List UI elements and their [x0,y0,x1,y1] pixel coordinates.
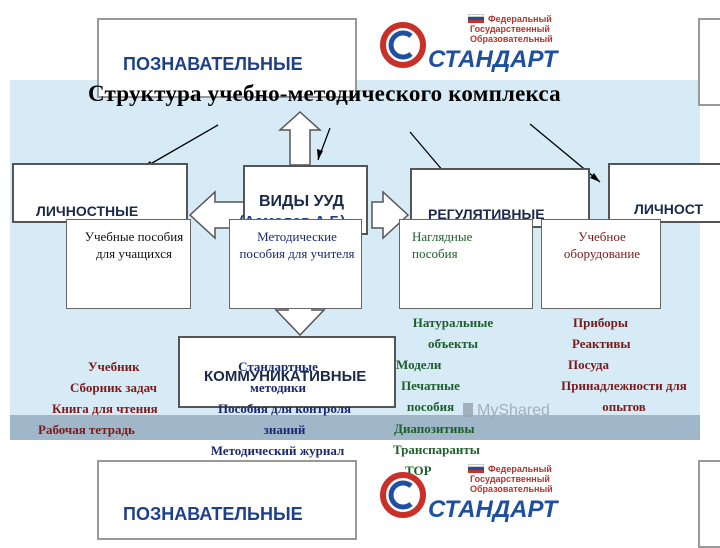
arrow-right-shape [371,190,410,240]
students-item-1: Учебник [88,359,140,374]
right-edge-box-bottom [698,460,720,548]
watermark-text: MyShared [477,402,550,419]
cognitive-bottom-label: ПОЗНАВАТЕЛЬНЫЕ [123,504,303,524]
visual-item-2: Модели [396,357,442,372]
cognitive-box-bottom: ПОЗНАВАТЕЛЬНЫЕ [97,460,357,540]
flag-icon [468,14,484,23]
visual-item-5: Транспаранты [393,442,480,457]
category-cell-equipment: Учебное оборудование [541,219,661,309]
logo-brand: СТАНДАРТ [428,46,558,73]
background-stripe [10,415,700,440]
students-item-3: Книга для чтения [52,401,158,416]
flag-icon [468,464,484,473]
equipment-item-3: Посуда [568,357,609,372]
logo-line-2: Государственный [470,24,550,34]
personal-box-left: ЛИЧНОСТНЫЕ [12,163,188,223]
fgos-emblem-icon [380,22,426,68]
fgos-logo: Федеральный Государственный Образователь… [378,12,568,74]
category-cell-students: Учебные пособия для учащихся [66,219,191,309]
visual-item-1: Натуральные объекты [412,315,494,351]
personal-box-right: ЛИЧНОСТ [608,163,720,223]
logo-bottom-line-3: Образовательный [470,484,553,494]
fgos-logo-bottom: Федеральный Государственный Образователь… [378,462,568,524]
equipment-item-2: Реактивы [572,336,631,351]
fgos-emblem-icon [380,472,426,518]
category-students-label: Учебные пособия для учащихся [84,229,184,261]
regulatory-label: РЕГУЛЯТИВНЫЕ [428,206,545,222]
cognitive-box: ПОЗНАВАТЕЛЬНЫЕ [97,18,357,98]
equipment-item-4: Принадлежности для опытов [561,378,687,414]
right-edge-box-top [698,18,720,106]
personal-right-label: ЛИЧНОСТ [634,201,704,217]
watermark: MyShared [463,402,550,420]
personal-left-label: ЛИЧНОСТНЫЕ [36,203,139,219]
equipment-item-1: Приборы [573,315,629,330]
category-cell-visual: Наглядные пособия [399,219,533,309]
arrow-up-shape [278,110,322,166]
logo-line-3: Образовательный [470,34,553,44]
category-visual-label: Наглядные пособия [412,229,473,261]
logo-line-1: Федеральный [488,14,552,24]
category-equipment-label: Учебное оборудование [563,229,641,261]
communicative-label: КОММУНИКАТИВНЫЕ [204,368,367,385]
category-cell-teacher: Методические пособия для учителя [229,219,362,309]
cognitive-label: ПОЗНАВАТЕЛЬНЫЕ [123,54,303,74]
logo-bottom-brand: СТАНДАРТ [428,496,558,523]
students-item-4: Рабочая тетрадь [38,422,135,437]
category-teacher-label: Методические пособия для учителя [239,229,355,261]
teacher-item-2: Пособия для контроля знаний [217,401,352,437]
logo-bottom-line-2: Государственный [470,474,550,484]
center-label-1: ВИДЫ УУД [259,193,345,210]
visual-item-4: Диапозитивы [394,421,475,436]
students-item-2: Сборник задач [70,380,157,395]
visual-item-3: Печатные пособия [401,378,460,414]
regulatory-box: РЕГУЛЯТИВНЫЕ [410,168,590,228]
teacher-item-1: Стандартные методики [238,359,318,395]
teacher-item-3: Методический журнал [210,443,345,458]
logo-bottom-line-1: Федеральный [488,464,552,474]
page-title: Структура учебно-методического комплекса [88,81,561,106]
watermark-icon [463,403,473,417]
communicative-box: КОММУНИКАТИВНЫЕ [178,336,396,408]
